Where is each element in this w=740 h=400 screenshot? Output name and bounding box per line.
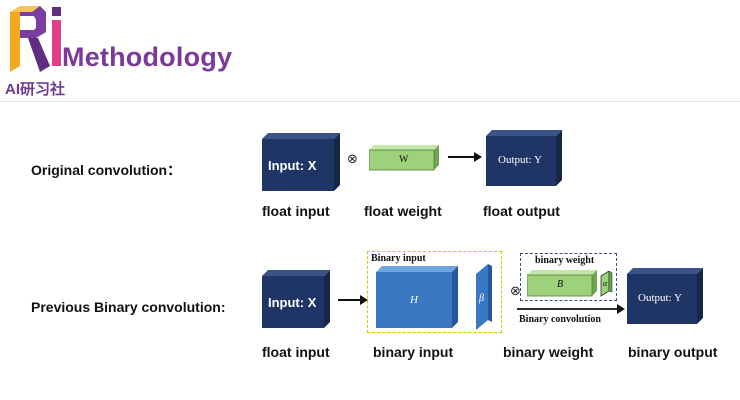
- B-label: B: [557, 279, 564, 290]
- row-label-binary: Previous Binary convolution:: [31, 299, 226, 315]
- binary-input-title: Binary input: [371, 253, 426, 264]
- binary-weight-group: [520, 253, 617, 301]
- page-title: Methodology: [62, 42, 233, 72]
- caption-binary-input: binary input: [373, 344, 454, 360]
- row-label-original: Original convolution：: [31, 162, 182, 178]
- binary-input-group: [367, 251, 502, 333]
- alpha-label: α: [603, 279, 608, 288]
- binary-convolution-arrow: [517, 302, 627, 320]
- caption-float-input-1: float input: [262, 203, 330, 219]
- beta-label: β: [479, 293, 484, 304]
- arrow-to-output: [448, 150, 482, 168]
- input-label-2: Input: X: [268, 295, 317, 310]
- otimes-operator-2: ⊗: [510, 283, 521, 298]
- alpha-slab: α: [600, 270, 614, 302]
- output-label-2: Output: Y: [638, 292, 682, 304]
- input-cube-row2: Input: X: [262, 270, 332, 335]
- output-cube-row2: Output: Y: [627, 268, 705, 331]
- caption-float-weight: float weight: [364, 203, 442, 219]
- beta-slab: β: [472, 264, 496, 337]
- weight-block: W: [368, 145, 441, 176]
- H-label: H: [410, 294, 418, 306]
- binary-weight-title: binary weight: [535, 255, 595, 266]
- weight-label: W: [399, 154, 409, 165]
- brand-subtitle: AI研习社: [5, 81, 66, 98]
- logo: [6, 2, 68, 74]
- caption-float-output: float output: [483, 203, 560, 219]
- binary-convolution-label: Binary convolution: [519, 314, 601, 325]
- output-cube-row1: Output: Y: [486, 130, 564, 193]
- caption-binary-output: binary output: [628, 344, 718, 360]
- caption-binary-weight: binary weight: [503, 344, 594, 360]
- output-label: Output: Y: [498, 154, 542, 166]
- binary-weight-B-block: B: [526, 270, 601, 303]
- header-divider: [0, 101, 740, 102]
- binary-input-H-block: H: [376, 266, 460, 335]
- caption-float-input-2: float input: [262, 344, 330, 360]
- arrow-to-binary-input: [338, 293, 368, 311]
- input-label: Input: X: [268, 158, 317, 173]
- input-cube-row1: Input: X: [262, 133, 342, 198]
- otimes-operator: ⊗: [347, 151, 358, 166]
